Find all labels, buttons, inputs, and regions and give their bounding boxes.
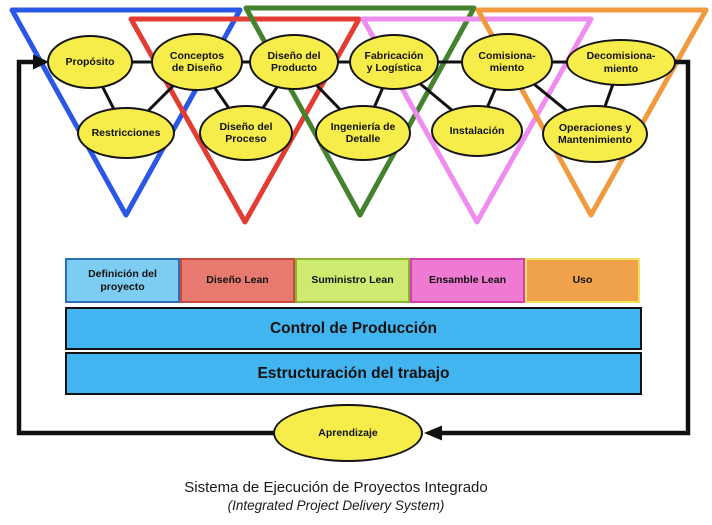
loop-right-path xyxy=(441,59,691,436)
ellipse-proposito: Propósito xyxy=(47,35,133,89)
segment-suministro-lean: Suministro Lean xyxy=(295,258,410,303)
ellipse-label: Fabricación y Logística xyxy=(364,49,424,74)
ellipse-label: Propósito xyxy=(65,55,115,68)
ellipse-instalacion: Instalación xyxy=(431,105,523,157)
ellipse-label: Conceptos de Diseño xyxy=(169,49,225,74)
ellipse-diseno-del-proceso: Diseño del Proceso xyxy=(199,105,293,161)
ellipse-label: Diseño del Proceso xyxy=(219,120,273,145)
ellipse-label: Operaciones y Mantenimiento xyxy=(557,121,633,146)
segment-uso: Uso xyxy=(525,258,640,303)
diagram-title: Sistema de Ejecución de Proyectos Integr… xyxy=(184,479,488,496)
ellipse-fabricacion-y-logistica: Fabricación y Logística xyxy=(349,34,439,90)
diagram-subtitle: (Integrated Project Delivery System) xyxy=(227,498,445,513)
work-structuring-label: Estructuración del trabajo xyxy=(257,364,450,382)
segment-definicion-del-proyecto: Definición del proyecto xyxy=(65,258,180,303)
ellipse-label: Diseño del Producto xyxy=(267,49,321,74)
ellipse-conceptos-de-diseno: Conceptos de Diseño xyxy=(151,33,243,91)
ellipse-aprendizaje: Aprendizaje xyxy=(273,404,423,462)
segment-label: Definición del proyecto xyxy=(88,267,157,293)
ellipse-comisionamiento: Comisiona- miento xyxy=(461,33,553,91)
ellipse-label: Restricciones xyxy=(91,126,161,139)
feedback-loop xyxy=(16,54,691,441)
segment-label: Suministro Lean xyxy=(311,274,394,287)
ellipse-label: Instalación xyxy=(449,124,505,137)
production-control-bar: Control de Producción xyxy=(65,307,642,350)
triangle-orange xyxy=(475,7,709,218)
triangle-violet xyxy=(360,16,594,225)
segment-label: Uso xyxy=(572,274,593,287)
ellipse-ingenieria-de-detalle: Ingeniería de Detalle xyxy=(315,105,411,161)
production-control-label: Control de Producción xyxy=(269,319,438,337)
ellipse-label: Comisiona- miento xyxy=(478,49,536,74)
ellipse-label: Decomisiona- miento xyxy=(586,50,656,75)
ellipse-label: Aprendizaje xyxy=(318,426,378,439)
arrowhead-into-aprendizaje-icon xyxy=(424,425,442,441)
phase-triangles xyxy=(9,5,709,225)
caption: Sistema de Ejecución de Proyectos Integr… xyxy=(0,479,672,513)
segment-diseno-lean: Diseño Lean xyxy=(180,258,295,303)
work-structuring-bar: Estructuración del trabajo xyxy=(65,352,642,395)
phase-segment-bar: Definición del proyecto Diseño Lean Sumi… xyxy=(65,258,640,303)
loop-left-path xyxy=(16,59,274,436)
triangle-red xyxy=(128,16,362,225)
ellipse-operaciones-y-mantenimiento: Operaciones y Mantenimiento xyxy=(542,105,648,163)
ellipse-diseno-del-producto: Diseño del Producto xyxy=(249,34,339,90)
segment-label: Ensamble Lean xyxy=(428,274,507,287)
ellipse-decomisionamiento: Decomisiona- miento xyxy=(566,39,676,86)
ellipse-restricciones: Restricciones xyxy=(77,107,175,159)
arrowhead-into-proposito-icon xyxy=(33,54,49,70)
segment-ensamble-lean: Ensamble Lean xyxy=(410,258,525,303)
segment-label: Diseño Lean xyxy=(206,274,269,287)
ellipse-label: Ingeniería de Detalle xyxy=(330,120,396,145)
